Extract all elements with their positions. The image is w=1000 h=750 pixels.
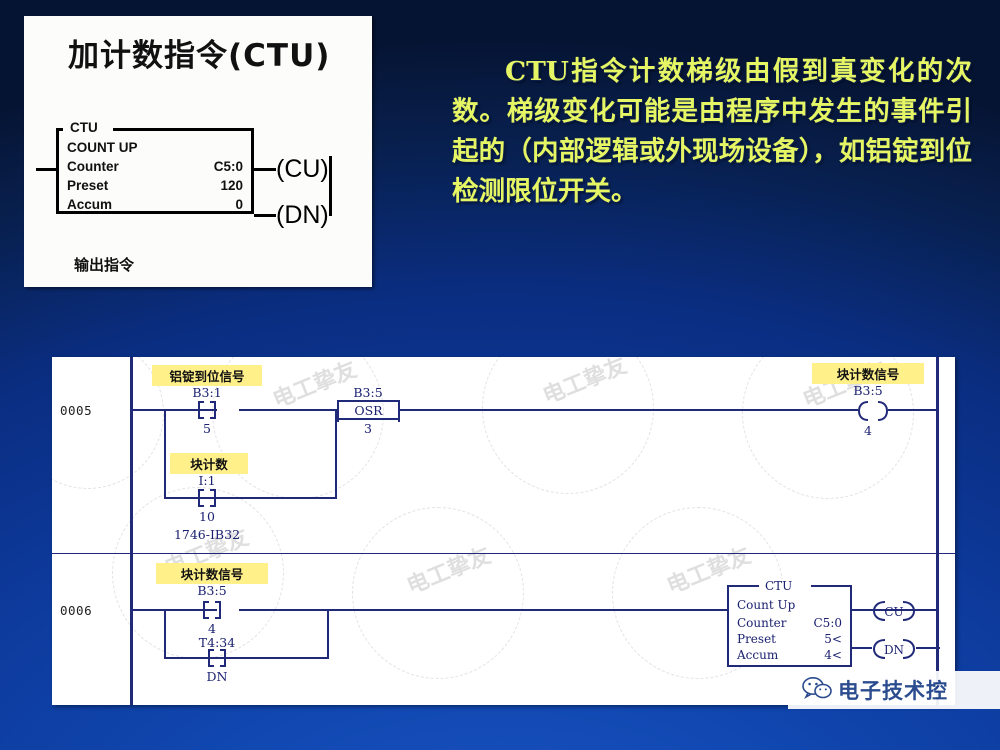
body-paragraph: CTU指令计数梯级由假到真变化的次数。梯级变化可能是由程序中发生的事件引起的（内… — [452, 56, 972, 207]
rung0006-contact1[interactable] — [201, 601, 223, 619]
rung0005-coil-address: B3:5 — [853, 383, 883, 398]
rung-number-0005: 0005 — [60, 403, 93, 418]
ladder-right-rail — [936, 357, 939, 705]
header-ctu-row-value-0: C5:0 — [213, 159, 243, 174]
rung0006-ctu-row-label-2: Accum — [737, 648, 779, 662]
rung0005-osr-instruction[interactable]: OSR — [337, 400, 400, 422]
rung0006-branch-left — [164, 609, 166, 659]
rung0005-branch-left — [164, 409, 166, 499]
ladder-diagram-panel: 电工挚友 电工挚友 电工挚友 电工挚友 电工挚友 电工挚友 0005 铝锭到位信… — [52, 357, 955, 705]
header-ctu-mode: COUNT UP — [67, 140, 138, 155]
rung0005-osr-label: OSR — [354, 402, 383, 418]
rung0006-ctu-row-label-1: Preset — [737, 632, 776, 646]
header-ctu-row-value-2: 0 — [235, 197, 243, 212]
rung0006-ctu-row-label-0: Counter — [737, 616, 787, 630]
rung0006-wire-to-rail — [888, 609, 936, 611]
rung0006-ctu-row-value-1: 5< — [824, 632, 842, 646]
rung0005-branch-bottom — [164, 497, 336, 499]
watermark-text: 电工挚友 — [539, 357, 631, 410]
watermark-text: 电工挚友 — [403, 543, 495, 600]
rung0006-contact1-address: B3:5 — [197, 583, 227, 598]
rung0006-dn-wire-in — [852, 647, 872, 649]
rung0006-ctu-mode: Count Up — [737, 598, 796, 612]
rung0006-contact1-tag: 块计数信号 — [156, 563, 268, 584]
rung0005-contact2-module: 1746-IB32 — [173, 527, 241, 542]
rung0006-dn-wire-out — [916, 647, 940, 649]
rung0005-contact2-bit: 10 — [199, 509, 215, 524]
rung0005-osr-bit: 3 — [364, 421, 372, 436]
rung0005-contact2-tag: 块计数 — [170, 453, 248, 474]
rung0006-contact1-bit: 4 — [208, 621, 216, 636]
rung0005-coil-tag: 块计数信号 — [812, 363, 924, 384]
header-ctu-name: CTU — [67, 120, 101, 135]
header-ctu-row-value-1: 120 — [220, 178, 243, 193]
rung0006-branch-bottom — [164, 657, 328, 659]
rung0005-wire-out — [400, 409, 858, 411]
wechat-icon — [802, 676, 832, 705]
rung0006-ctu-row-value-0: C5:0 — [813, 616, 843, 630]
wechat-footer-bar: 电子技术控 — [788, 671, 1000, 709]
watermark-ring — [482, 357, 654, 494]
header-cu-wire — [254, 168, 276, 171]
wechat-label: 电子技术控 — [838, 679, 948, 703]
header-ctu-row-label-0: Counter — [67, 159, 119, 174]
rung0006-ctu-row-value-2: 4< — [824, 648, 842, 662]
ladder-left-rail — [130, 357, 133, 705]
rung0005-wire-mid — [239, 409, 337, 411]
rung0006-contact2[interactable] — [206, 649, 228, 667]
rung0005-contact1[interactable] — [196, 401, 218, 419]
rung0006-contact2-bit: DN — [206, 669, 228, 684]
rung0006-wire-in — [133, 609, 217, 611]
rung0005-wire-to-rail — [888, 409, 936, 411]
header-dn-wire — [254, 214, 276, 217]
watermark-ring — [52, 357, 164, 489]
rung0006-ctu-title: CTU — [761, 579, 797, 593]
header-image-panel: 加计数指令(CTU) CTU COUNT UP Counter C5:0 Pre… — [24, 16, 372, 287]
rung0005-contact1-address: B3:1 — [192, 385, 222, 400]
rung0005-output-coil[interactable] — [858, 401, 888, 421]
rung0005-contact1-bit: 5 — [203, 421, 211, 436]
watermark-ring — [352, 507, 524, 679]
svg-text:CU: CU — [884, 605, 903, 619]
rung0006-cu-wire — [852, 609, 888, 611]
header-dn-output: (DN) — [276, 201, 329, 229]
rung-separator — [52, 553, 955, 554]
rung0005-osr-address: B3:5 — [353, 385, 383, 400]
rung0006-cu-label-holder — [872, 601, 916, 621]
header-title: 加计数指令(CTU) — [68, 38, 331, 74]
rung0005-contact1-tag: 铝锭到位信号 — [152, 365, 262, 386]
header-ctu-block: CTU COUNT UP Counter C5:0 Preset 120 Acc… — [56, 120, 254, 214]
header-block-input-wire — [36, 168, 58, 171]
rung-number-0006: 0006 — [60, 603, 93, 618]
rung0006-contact2-address: T4:34 — [198, 635, 236, 650]
header-cu-output: (CU) — [276, 155, 329, 183]
rung0005-branch-right — [335, 409, 337, 499]
rung0006-dn-coil[interactable]: DN — [872, 639, 916, 659]
rung0005-wire-in — [133, 409, 217, 411]
rung0006-wire-mid — [239, 609, 727, 611]
header-ctu-row-label-1: Preset — [67, 178, 109, 193]
rung0005-coil-bit: 4 — [864, 423, 872, 438]
rung0006-branch-right — [327, 609, 329, 659]
rung0006-ctu-block[interactable]: CTU Count Up Counter C5:0 Preset 5< Accu… — [727, 579, 852, 667]
header-footnote: 输出指令 — [74, 256, 135, 274]
header-ctu-row-label-2: Accum — [67, 197, 113, 212]
header-output-rail — [329, 168, 332, 216]
rung0005-contact2[interactable] — [196, 489, 218, 507]
rung0005-contact2-address: I:1 — [198, 473, 216, 488]
rung0006-cu-coil[interactable]: CU — [872, 601, 916, 621]
svg-text:DN: DN — [884, 643, 904, 657]
